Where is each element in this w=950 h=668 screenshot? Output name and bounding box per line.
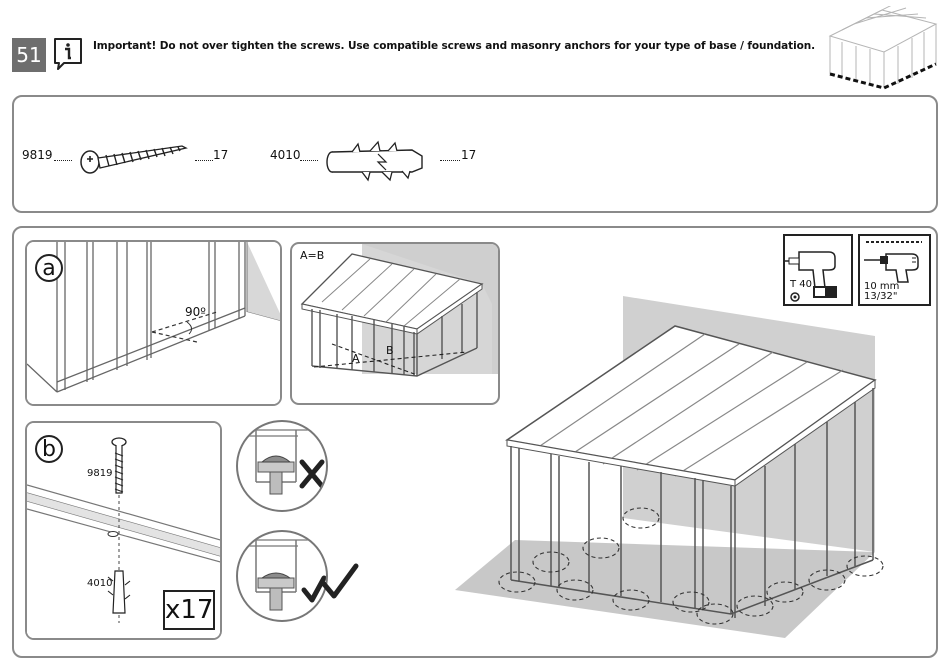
checkmark-icon [320, 560, 360, 604]
correct-fastening-zoom [236, 530, 328, 622]
detail-screw-code: 9819 [87, 468, 112, 479]
part-code-anchor: 4010 [270, 148, 301, 162]
leader-dots [195, 160, 213, 161]
part-qty-screw: 17 [213, 148, 228, 162]
part-qty-anchor: 17 [461, 148, 476, 162]
anchor-4010-icon [322, 138, 432, 182]
leader-dots [54, 160, 72, 161]
incorrect-fastening-zoom [236, 420, 328, 512]
diagonal-rule-title: A=B [300, 249, 324, 262]
leader-dots [440, 160, 460, 161]
angle-label: 90º [185, 305, 206, 319]
important-note: Important! Do not over tighten the screw… [93, 40, 815, 52]
diagonal-b-label: B [386, 344, 394, 357]
detail-a-label: a [35, 254, 63, 282]
drill-bit-size: T 40 [790, 280, 812, 290]
info-icon [52, 36, 84, 72]
detail-a-panel: a 90º [25, 240, 282, 406]
quantity-multiplier: x17 [163, 590, 215, 630]
part-code-screw: 9819 [22, 148, 53, 162]
detail-anchor-code: 4010 [87, 578, 112, 589]
screw-9819-icon [78, 138, 190, 182]
greenhouse-illustration [455, 290, 885, 640]
product-thumbnail [822, 6, 940, 90]
leader-dots [300, 160, 318, 161]
detail-b-label: b [35, 435, 63, 463]
step-number-badge: 51 [12, 38, 46, 72]
corner-square-illustration [27, 242, 282, 406]
diagonal-a-label: A [352, 352, 360, 365]
